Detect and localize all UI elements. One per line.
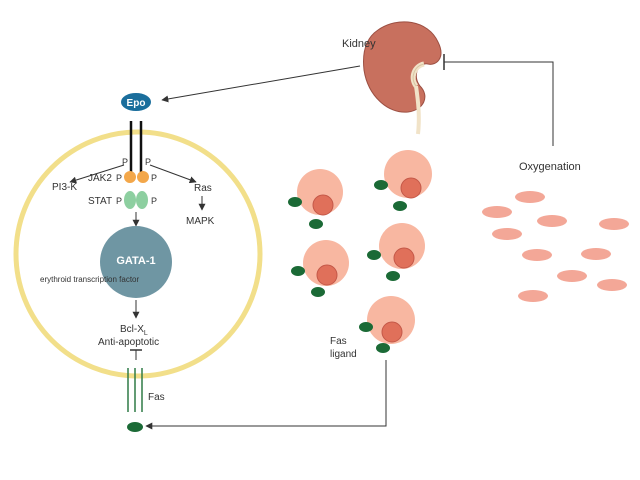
kidney-icon bbox=[363, 21, 442, 135]
fas-ligand-label-line2: ligand bbox=[330, 349, 357, 360]
epo-label: Epo bbox=[127, 98, 146, 109]
red-blood-cell bbox=[492, 228, 522, 240]
progenitor-cell bbox=[291, 240, 349, 297]
kidney-label: Kidney bbox=[342, 38, 376, 50]
jak2-p-circle bbox=[137, 171, 149, 183]
red-blood-cell bbox=[597, 279, 627, 291]
epo-badge bbox=[121, 93, 151, 111]
mapk-label: MAPK bbox=[186, 216, 215, 227]
bcl-xl-label: Bcl-XL bbox=[120, 324, 148, 337]
red-blood-cell bbox=[522, 249, 552, 261]
progenitor-cell bbox=[374, 150, 432, 211]
fas-ligand-label-line1: Fas bbox=[330, 336, 347, 347]
anti-apoptotic-label: Anti-apoptotic bbox=[98, 337, 159, 348]
jak2-label: JAK2 bbox=[88, 173, 112, 184]
pi3k-label: PI3-K bbox=[52, 182, 77, 193]
pi3k-arrow bbox=[69, 164, 125, 184]
fas-receptor bbox=[127, 368, 143, 412]
red-blood-cell bbox=[482, 206, 512, 218]
oxygenation-label: Oxygenation bbox=[519, 161, 581, 173]
red-blood-cell bbox=[537, 215, 567, 227]
red-blood-cell bbox=[557, 270, 587, 282]
red-blood-cell bbox=[515, 191, 545, 203]
gata1-nucleus bbox=[100, 226, 172, 298]
phospho-label: P bbox=[116, 173, 122, 183]
fas-ligand-to-fas-arrow bbox=[145, 360, 387, 430]
progenitor-cell bbox=[359, 296, 415, 353]
kidney-to-epo-arrow bbox=[161, 65, 361, 103]
erythroid-tf-label: erythroid transcription factor bbox=[40, 275, 139, 284]
fas-ligand-dot bbox=[127, 422, 143, 432]
phospho-label: P bbox=[122, 157, 128, 167]
jak2-p-circle bbox=[124, 171, 136, 183]
fas-label: Fas bbox=[148, 392, 165, 403]
epo-receptor bbox=[129, 121, 143, 172]
red-blood-cell bbox=[581, 248, 611, 260]
red-blood-cell bbox=[518, 290, 548, 302]
stat-p-oval bbox=[136, 191, 148, 209]
phospho-label: P bbox=[151, 173, 157, 183]
red-blood-cells bbox=[482, 191, 629, 302]
stat-label: STAT bbox=[88, 196, 112, 207]
gata1-label: GATA-1 bbox=[116, 255, 155, 267]
progenitor-cell bbox=[367, 223, 425, 281]
ras-label: Ras bbox=[194, 183, 212, 194]
red-blood-cell bbox=[599, 218, 629, 230]
ras-arrow bbox=[149, 164, 197, 184]
stat-p-oval bbox=[124, 191, 136, 209]
progenitor-cell bbox=[288, 169, 343, 229]
phospho-label: P bbox=[145, 157, 151, 167]
phospho-label: P bbox=[116, 196, 122, 206]
oxygenation-inhibition-line bbox=[444, 61, 554, 146]
phospho-label: P bbox=[151, 196, 157, 206]
